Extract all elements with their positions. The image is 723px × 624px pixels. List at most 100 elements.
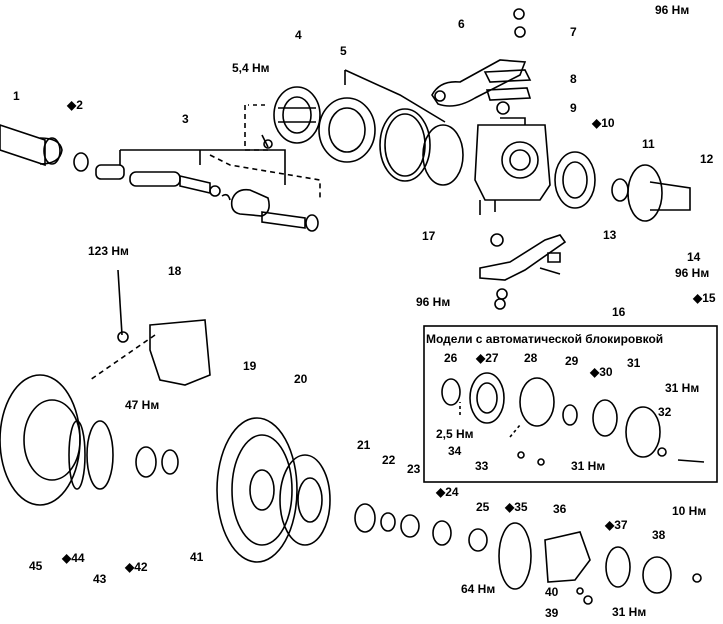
- label-14: 14: [687, 250, 701, 264]
- label-33: 33: [475, 459, 489, 473]
- label-3: 3: [182, 112, 189, 126]
- inset-title: Модели с автоматической блокировкой: [426, 332, 664, 346]
- label-15: ◆15: [693, 291, 716, 305]
- part-hub-20: [279, 454, 331, 546]
- label-37: ◆37: [605, 518, 628, 532]
- part-spring-15: [539, 267, 561, 275]
- torque-47: 47 Нм: [125, 398, 160, 412]
- label-23: 23: [407, 462, 421, 476]
- inset-parts: [441, 372, 705, 466]
- label-21: 21: [357, 438, 371, 452]
- part-axle-shaft-3: [95, 164, 319, 232]
- part-washer-22: [380, 512, 396, 532]
- label-19: 19: [243, 359, 257, 373]
- part-bearing-21: [354, 503, 376, 533]
- part-backing-plate-45: [0, 374, 81, 506]
- part-5-rings: [318, 69, 464, 186]
- torque-96-16: 96 Нм: [416, 295, 451, 309]
- torque-31-bottom: 31 Нм: [612, 605, 647, 619]
- torque-64: 64 Нм: [461, 582, 496, 596]
- part-bolt-123: [117, 269, 129, 343]
- label-30: ◆30: [590, 365, 613, 379]
- part-4: [273, 86, 321, 144]
- part-nut-96-b: [494, 298, 506, 310]
- part-bearing-41: [161, 449, 179, 475]
- part-cover-38: [642, 556, 672, 594]
- label-31: 31: [627, 356, 641, 370]
- label-17: 17: [422, 229, 436, 243]
- label-34: 34: [448, 444, 462, 458]
- torque-96-top: 96 Нм: [655, 3, 690, 17]
- label-28: 28: [524, 351, 538, 365]
- part-gasket-35: [498, 522, 532, 590]
- label-45: 45: [29, 559, 43, 573]
- part-bolt-39: [583, 595, 593, 605]
- label-22: 22: [382, 453, 396, 467]
- label-29: 29: [565, 354, 579, 368]
- part-seal-2: [73, 152, 89, 172]
- inset-box: [423, 325, 718, 483]
- part-nut-23: [400, 514, 420, 538]
- label-9: 9: [570, 101, 577, 115]
- part-shim-8: [483, 69, 532, 101]
- part-bolt-40: [576, 587, 584, 595]
- label-20: 20: [294, 372, 308, 386]
- part-nut-96: [513, 8, 525, 20]
- part-nut-25: [468, 528, 488, 552]
- torque-123: 123 Нм: [88, 244, 129, 258]
- torque-5-4: 5,4 Нм: [232, 61, 270, 75]
- label-43: 43: [93, 572, 107, 586]
- part-washer-14: [547, 252, 561, 263]
- label-39: 39: [545, 606, 559, 620]
- label-35: ◆35: [505, 500, 528, 514]
- part-gasket-37: [605, 546, 631, 588]
- label-27: ◆27: [476, 351, 499, 365]
- part-lower-arm-13: [479, 233, 567, 281]
- label-38: 38: [652, 528, 666, 542]
- label-5: 5: [340, 44, 347, 58]
- part-bearing-42: [135, 446, 157, 478]
- part-caliper-18: [149, 319, 211, 386]
- torque-10: 10 Нм: [672, 504, 707, 518]
- label-7: 7: [570, 25, 577, 39]
- part-gasket-10: [554, 151, 596, 209]
- label-32: 32: [658, 405, 672, 419]
- label-10: ◆10: [592, 116, 615, 130]
- label-26: 26: [444, 351, 458, 365]
- label-4: 4: [295, 28, 302, 42]
- label-18: 18: [168, 264, 182, 278]
- part-bearing-43: [86, 420, 114, 490]
- part-drive-shaft: [0, 124, 63, 167]
- part-knuckle: [474, 117, 551, 215]
- part-nut-7: [514, 26, 526, 38]
- label-24: ◆24: [436, 485, 459, 499]
- label-25: 25: [476, 500, 490, 514]
- part-nut-9: [496, 101, 510, 115]
- leader-3: [119, 149, 286, 185]
- label-36: 36: [553, 502, 567, 516]
- part-washer-16: [496, 288, 508, 300]
- label-12: 12: [700, 152, 714, 166]
- label-1: 1: [13, 89, 20, 103]
- torque-31-inset-top: 31 Нм: [665, 381, 700, 395]
- label-40: 40: [545, 585, 559, 599]
- label-11: 11: [642, 137, 655, 151]
- part-spindle-12: [611, 164, 691, 222]
- label-13: 13: [603, 228, 617, 242]
- part-bolt-10nm: [692, 573, 702, 583]
- part-disc-19: [216, 417, 298, 563]
- part-lock-24: [432, 520, 452, 546]
- part-body-36: [544, 531, 591, 583]
- torque-31-inset-bottom: 31 Нм: [571, 459, 606, 473]
- label-6: 6: [458, 17, 465, 31]
- dashed-bracket: [209, 105, 321, 200]
- label-44: ◆44: [62, 551, 85, 565]
- part-bolt-5-4: [261, 134, 273, 149]
- torque-96-14: 96 Нм: [675, 266, 710, 280]
- label-2: ◆2: [67, 98, 83, 112]
- part-seal-44: [68, 420, 86, 490]
- label-16: 16: [612, 305, 626, 319]
- torque-2-5: 2,5 Нм: [436, 427, 474, 441]
- label-41: 41: [190, 550, 204, 564]
